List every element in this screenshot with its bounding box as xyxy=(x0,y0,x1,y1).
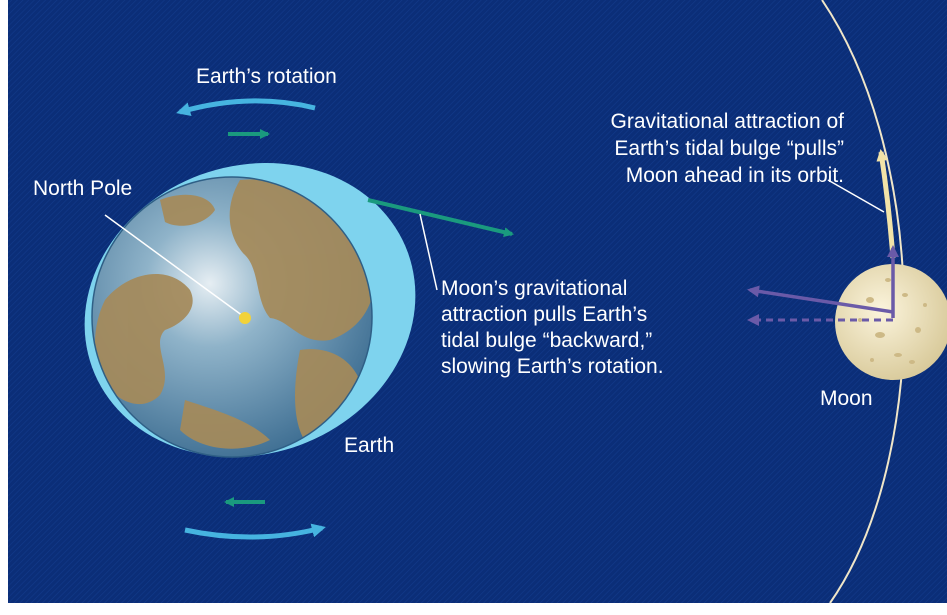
moon-label: Moon xyxy=(820,387,873,410)
bulge-callout-line xyxy=(419,213,438,291)
moon-pull-line: slowing Earth’s rotation. xyxy=(441,355,664,378)
earth-globe xyxy=(91,176,373,458)
bulge-pull-line: Gravitational attraction of xyxy=(610,110,844,133)
earth-rotation-label: Earth’s rotation xyxy=(196,65,337,88)
moon-pull-annotation: Moon’s gravitational attraction pulls Ea… xyxy=(441,276,664,380)
rotation-arrow-bottom xyxy=(184,523,326,540)
orbit-callout-line xyxy=(827,179,885,213)
bulge-pull-annotation: Gravitational attraction of Earth’s tida… xyxy=(572,108,844,189)
moon-pull-line: Moon’s gravitational xyxy=(441,277,628,300)
north-pole-pointer xyxy=(104,214,244,317)
north-pole-label: North Pole xyxy=(33,177,133,200)
moon-pull-line: attraction pulls Earth’s xyxy=(441,303,648,326)
north-pole-dot xyxy=(239,312,251,324)
bulge-pull-line: Earth’s tidal bulge “pulls” xyxy=(614,137,844,160)
moon-pull-line: tidal bulge “backward,” xyxy=(441,329,653,352)
moon-body xyxy=(835,264,947,380)
earth-label: Earth xyxy=(344,434,395,457)
moon-force-toward-earth xyxy=(747,285,894,314)
bulge-force-arrow xyxy=(367,198,514,238)
bulge-pull-line: Moon ahead in its orbit. xyxy=(625,164,844,187)
rotation-arrow-top xyxy=(176,98,316,116)
